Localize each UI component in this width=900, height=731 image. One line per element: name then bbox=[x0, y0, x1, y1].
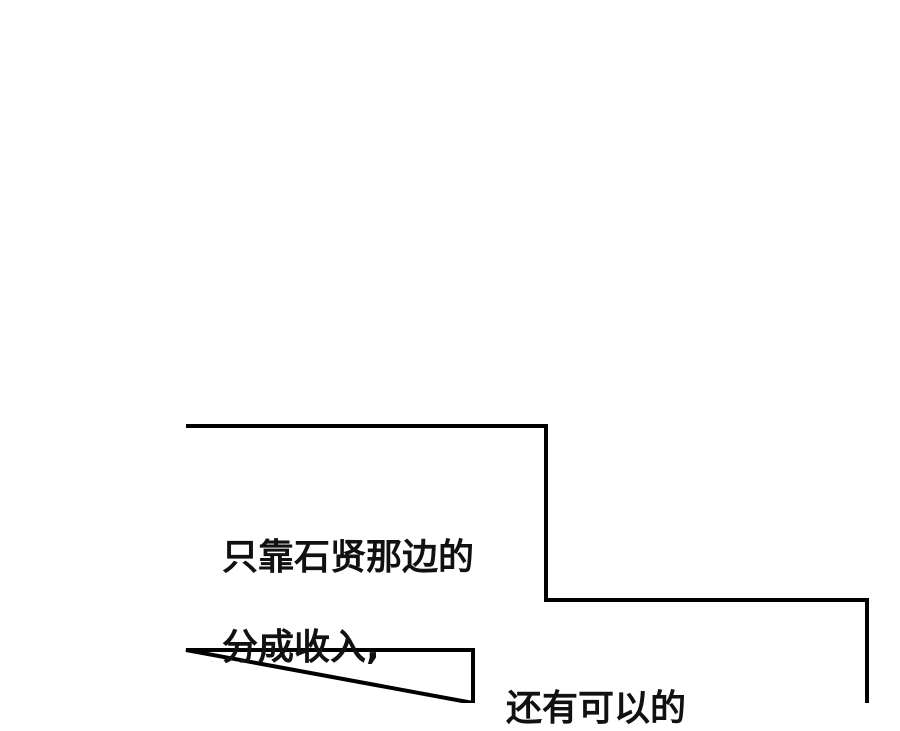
speech-panel-outline bbox=[185, 424, 869, 703]
caption-text: 只靠石贤那边的 分成收入, bbox=[222, 490, 522, 715]
comic-panel-canvas: 只靠石贤那边的 分成收入, 还有可以的 bbox=[185, 424, 869, 729]
caption-line-2: 分成收入, bbox=[222, 627, 380, 668]
caption-next-partial: 还有可以的 bbox=[506, 688, 687, 729]
caption-line-1: 只靠石贤那边的 bbox=[222, 537, 475, 578]
